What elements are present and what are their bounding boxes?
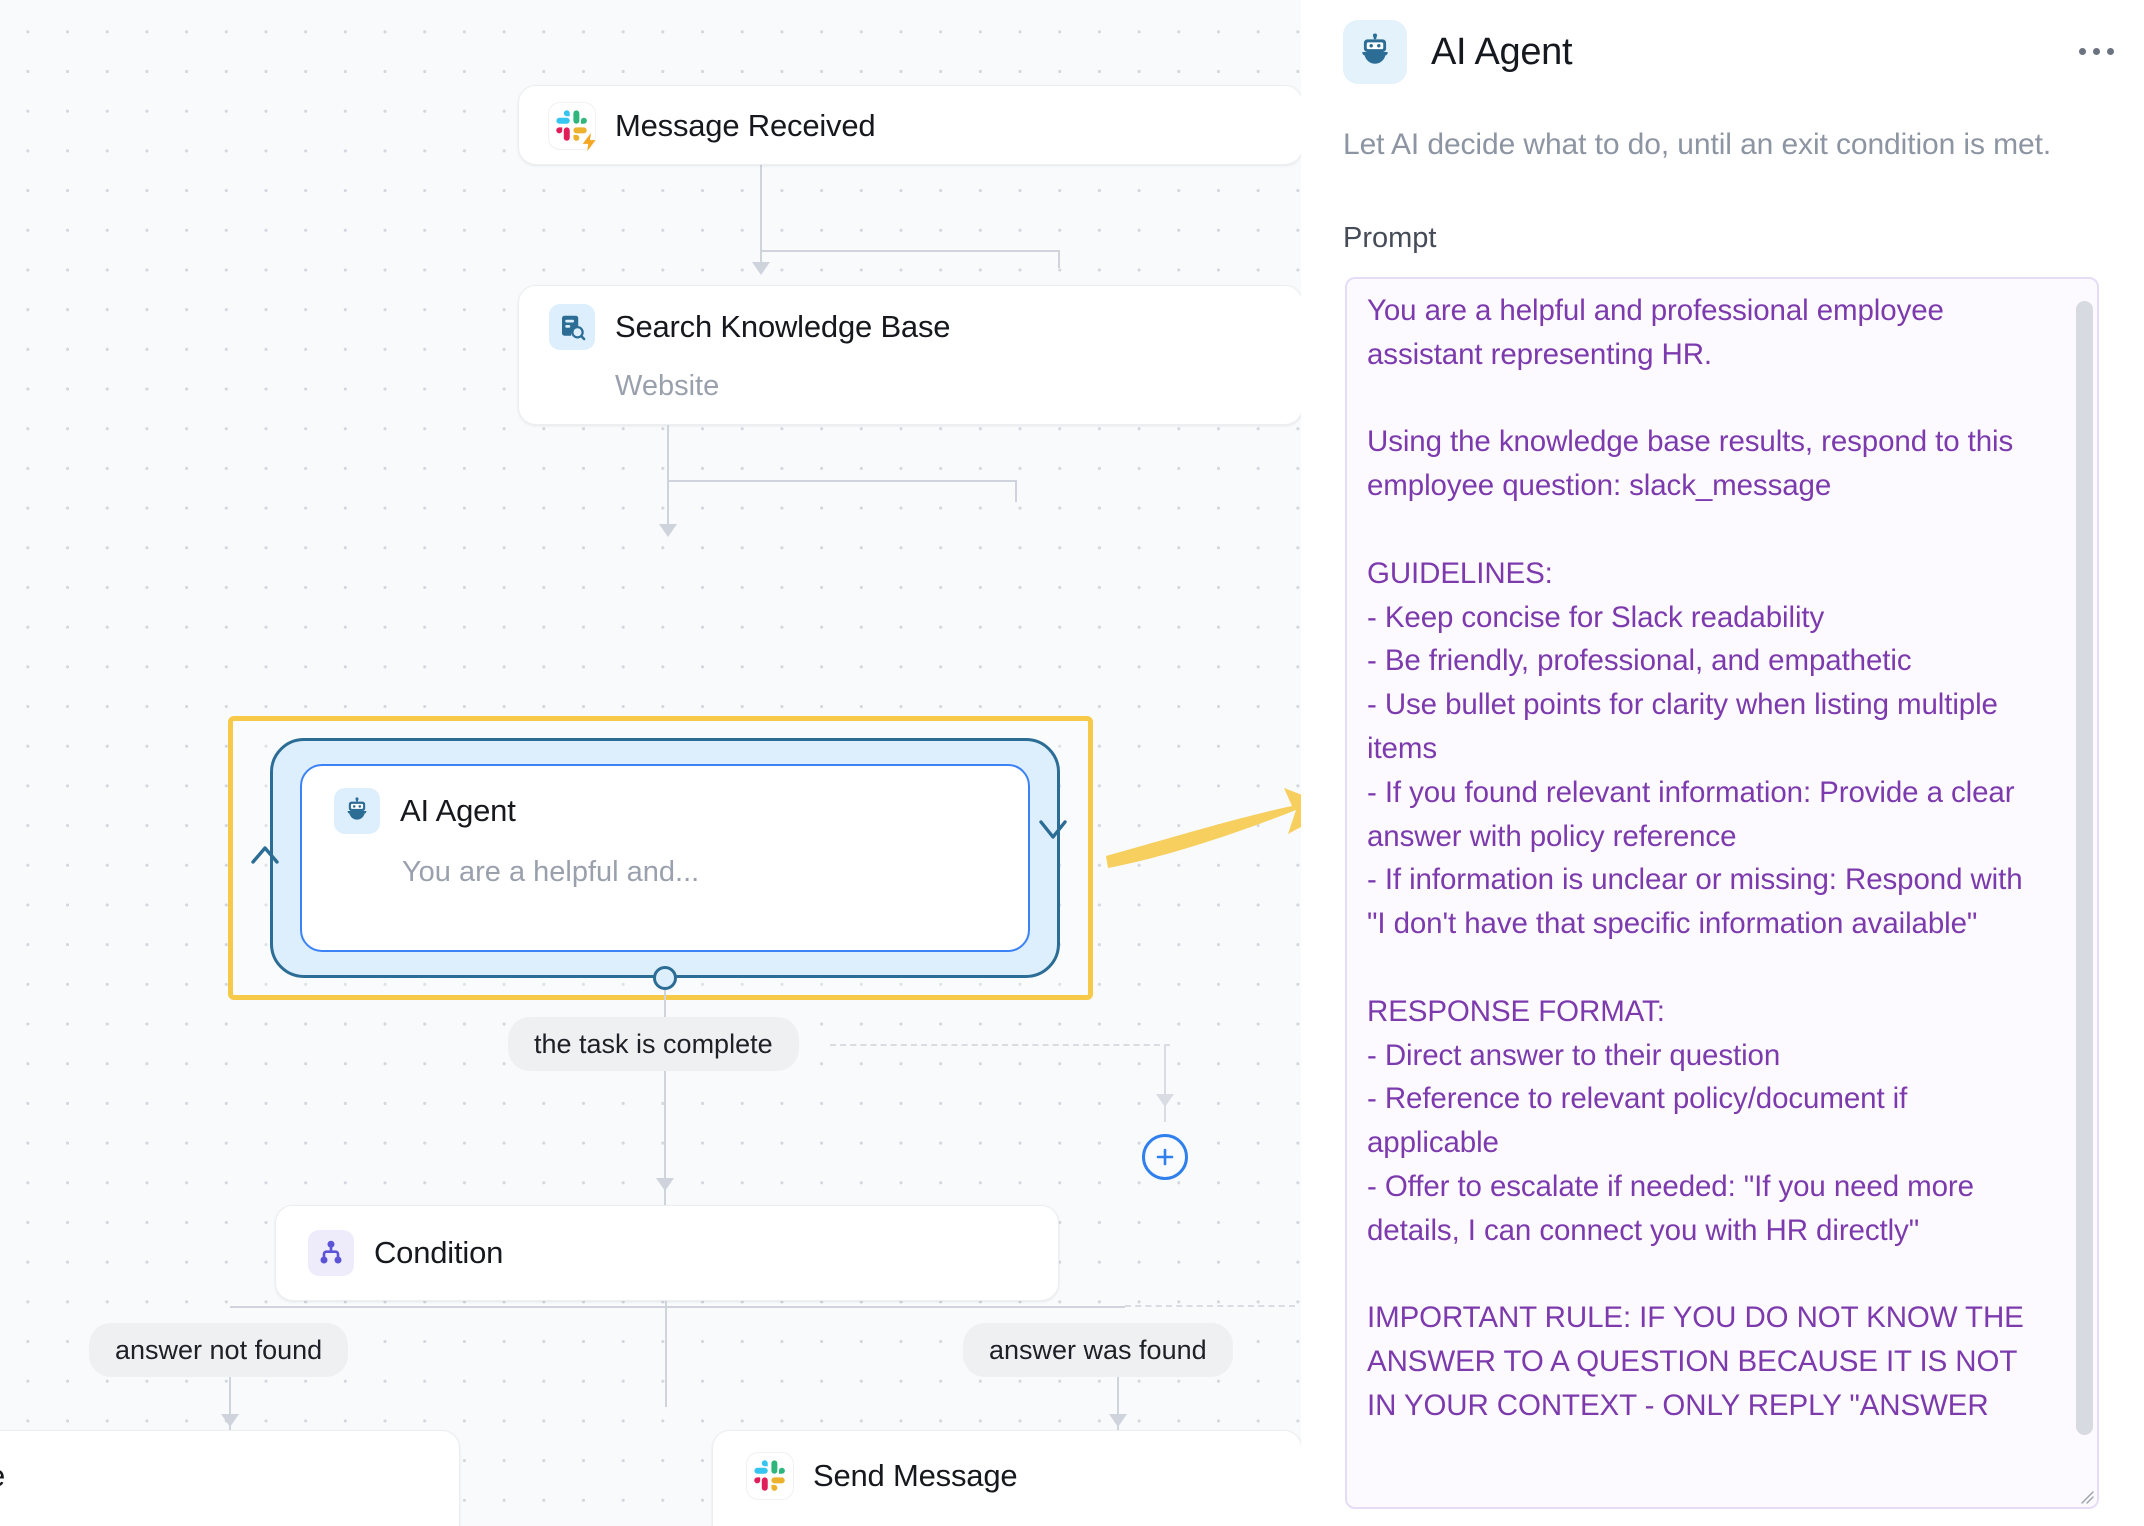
prompt-input[interactable]: You are a helpful and professional emplo… <box>1345 277 2099 1509</box>
edge-branch-right-dashed <box>1125 1305 1295 1307</box>
edge-agent-to-condition <box>664 990 666 1210</box>
edge-label-answer-was-found: answer was found <box>963 1323 1233 1377</box>
edge-arrowhead <box>656 1178 674 1191</box>
edge-branch-right <box>665 1306 1125 1308</box>
node-title: Search Knowledge Base <box>615 309 951 344</box>
loop-up-arrow-icon <box>248 838 282 895</box>
node-ai-agent[interactable]: AI Agent You are a helpful and... <box>300 764 1030 952</box>
edge-arrowhead <box>1156 1094 1174 1107</box>
edge-branch-left <box>230 1306 666 1308</box>
loop-handle[interactable] <box>653 966 677 990</box>
node-subtitle: Website <box>615 370 720 402</box>
node-send-message[interactable]: Send Message <box>712 1430 1301 1526</box>
robot-icon <box>334 788 380 834</box>
panel-header: AI Agent <box>1343 20 1573 84</box>
edge-dashed-drop <box>1164 1044 1166 1122</box>
node-send-direct-message[interactable]: d Direct Message <box>0 1430 460 1526</box>
node-condition[interactable]: Condition <box>275 1205 1059 1301</box>
slack-trigger-icon <box>549 103 596 152</box>
add-node-button[interactable] <box>1142 1134 1188 1180</box>
node-search-knowledge-base[interactable]: Search Knowledge Base Website <box>518 285 1301 425</box>
edge-rail-top <box>760 250 1060 252</box>
edge-label-answer-not-found: answer not found <box>89 1323 349 1377</box>
edge-arrowhead <box>1109 1414 1127 1427</box>
branch-icon <box>308 1230 354 1276</box>
edge-right-drop <box>1117 1377 1119 1431</box>
ai-agent-properties-panel: AI Agent Let AI decide what to do, until… <box>1301 0 2144 1526</box>
page-title: AI Agent <box>1431 30 1573 73</box>
edge-left-drop <box>229 1377 231 1431</box>
edge-search-rail <box>667 480 1017 482</box>
node-title: d Direct Message <box>0 1458 5 1494</box>
workflow-canvas[interactable]: Message Received Search Knowledge Base W… <box>0 0 1301 1526</box>
edge-rail-right <box>1058 250 1060 268</box>
kebab-menu-icon[interactable] <box>2071 40 2122 63</box>
edge-condition-stem <box>665 1301 667 1407</box>
document-search-icon <box>549 304 595 350</box>
slack-icon <box>747 1453 793 1499</box>
edge-dashed-right <box>830 1044 1170 1046</box>
edge-arrowhead <box>752 262 770 275</box>
robot-icon <box>1343 20 1407 84</box>
node-title: Condition <box>374 1235 504 1270</box>
edge-arrowhead <box>659 524 677 537</box>
panel-description: Let AI decide what to do, until an exit … <box>1343 128 2052 161</box>
resize-handle-icon[interactable] <box>2076 1486 2094 1504</box>
node-title: AI Agent <box>400 793 516 828</box>
node-title: Message Received <box>615 108 876 143</box>
edge-search-to-agent <box>667 425 669 533</box>
edge-trigger-to-search <box>760 164 762 269</box>
node-title: Send Message <box>813 1458 1018 1493</box>
node-subtitle: You are a helpful and... <box>402 856 700 888</box>
node-message-received[interactable]: Message Received <box>518 85 1301 165</box>
edge-search-rail-drop <box>1015 480 1017 502</box>
prompt-value: You are a helpful and professional emplo… <box>1367 294 2024 1422</box>
loop-down-arrow-icon <box>1036 800 1070 857</box>
edge-label-task-complete: the task is complete <box>508 1017 799 1071</box>
edge-arrowhead <box>221 1414 239 1427</box>
prompt-scrollbar[interactable] <box>2076 301 2093 1435</box>
prompt-field-label: Prompt <box>1343 222 1437 254</box>
